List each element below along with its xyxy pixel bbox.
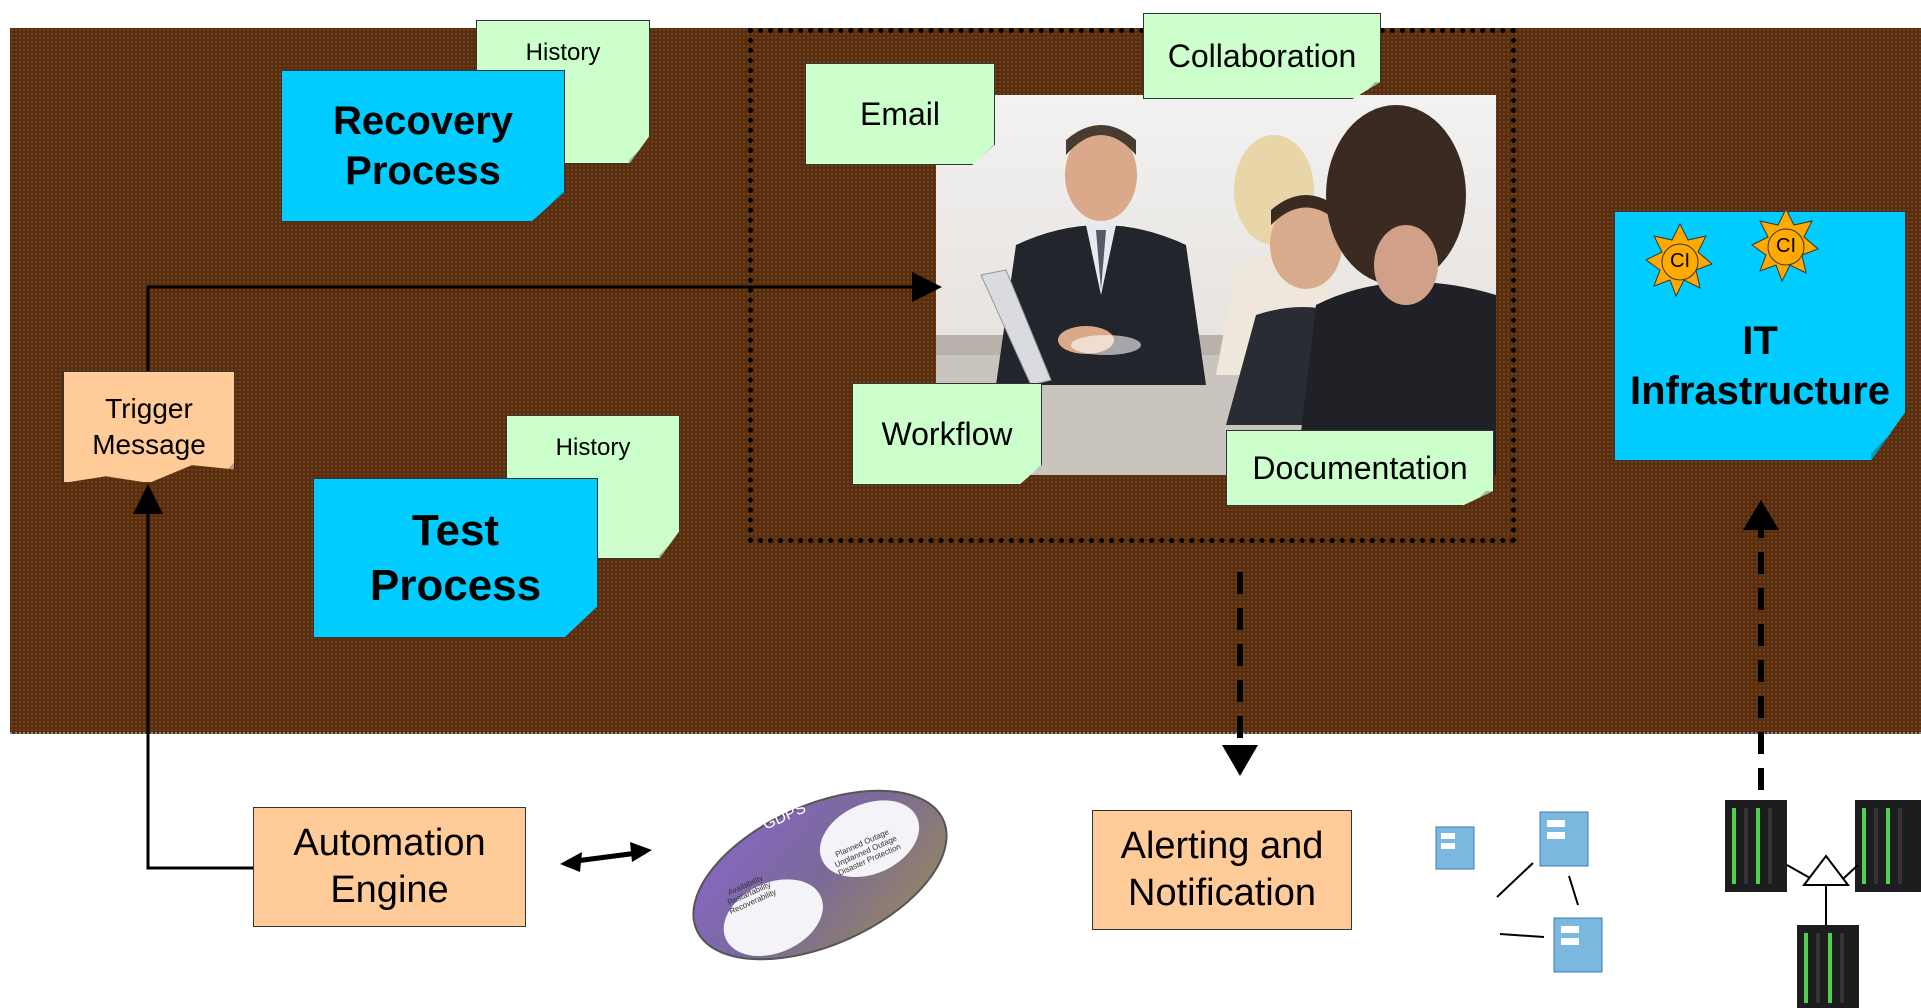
- documentation-label: Documentation: [1252, 449, 1468, 486]
- recovery-process-note: Recovery Process: [281, 70, 565, 222]
- trigger-message-note: Trigger Message: [63, 371, 235, 483]
- mainframe-icon: [1725, 800, 1787, 892]
- alerting-notification-label: Alerting and Notification: [1120, 824, 1324, 915]
- email-note: Email: [805, 63, 995, 165]
- email-label: Email: [859, 95, 940, 132]
- automation-engine-box: Automation Engine: [253, 807, 526, 927]
- server-icon: [1553, 917, 1603, 973]
- recovery-process-label: Recovery Process: [332, 99, 514, 193]
- ci-label: CI: [1776, 235, 1796, 257]
- documentation-note: Documentation: [1226, 430, 1494, 506]
- engine-gdps-arrow: [567, 849, 646, 865]
- gdps-right-items: Planned Outage Unplanned Outage Disaster…: [833, 827, 903, 878]
- collaboration-label: Collaboration: [1167, 37, 1357, 74]
- trigger-message-label: Trigger Message: [92, 392, 206, 460]
- mainframe-icon: [1797, 925, 1859, 1008]
- server-icon: [1539, 811, 1589, 867]
- mainframe-icon: [1855, 800, 1921, 892]
- gdps-left-items: Availability Restartability Recoverabili…: [726, 873, 778, 917]
- test-process-note: Test Process: [313, 478, 598, 638]
- test-process-label: Test Process: [369, 506, 542, 610]
- history-label: History: [525, 39, 601, 66]
- collaboration-note: Collaboration: [1143, 13, 1381, 99]
- it-infrastructure-note: IT Infrastructure: [1614, 211, 1906, 461]
- ci-label: CI: [1670, 250, 1690, 272]
- workflow-note: Workflow: [852, 383, 1042, 485]
- server-icon: [1435, 826, 1475, 870]
- network-hub-icon: [1801, 854, 1851, 886]
- workflow-label: Workflow: [881, 415, 1013, 452]
- history-label: History: [555, 434, 631, 461]
- alerting-notification-box: Alerting and Notification: [1092, 810, 1352, 930]
- gdps-title: GDPS: [760, 799, 809, 834]
- automation-engine-label: Automation Engine: [293, 821, 486, 912]
- it-infrastructure-label: IT Infrastructure: [1629, 319, 1891, 413]
